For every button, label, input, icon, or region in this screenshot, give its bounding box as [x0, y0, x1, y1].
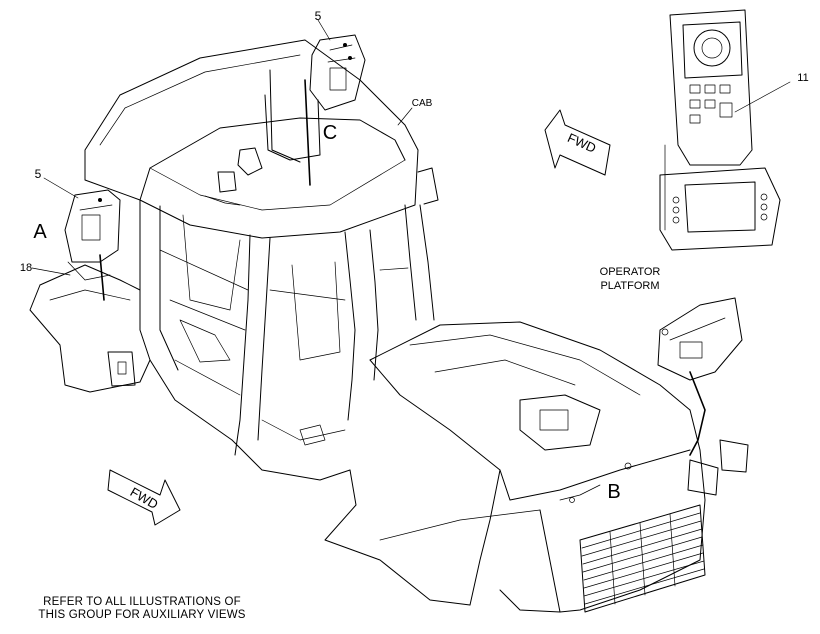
cab-label: CAB: [412, 98, 433, 109]
fwd-label-top: FWD: [565, 130, 598, 156]
callout-11: 11: [797, 72, 808, 84]
fwd-arrow-bottom: [107, 469, 181, 526]
view-b-label: B: [607, 481, 620, 503]
component-a-bracket: [64, 189, 121, 301]
note-line-2: THIS GROUP FOR AUXILIARY VIEWS: [38, 609, 246, 621]
operator-platform-label-line1: OPERATOR: [600, 266, 661, 278]
component-b-bracket: [519, 297, 749, 496]
leader-lines: [31, 19, 791, 276]
view-a-label: A: [33, 221, 47, 243]
cab-roof: [84, 39, 439, 239]
operator-platform-inset: [659, 9, 781, 251]
auxiliary-views-note: REFER TO ALL ILLUSTRATIONS OF THIS GROUP…: [22, 596, 262, 622]
view-c-label: C: [323, 122, 337, 144]
operator-platform-label-line2: PLATFORM: [600, 280, 659, 292]
harness-b: [379, 462, 632, 541]
radiator-grille: [579, 504, 706, 613]
rear-body: [324, 321, 706, 613]
callout-5-left: 5: [35, 167, 42, 181]
callout-5-top: 5: [315, 9, 322, 23]
callout-18: 18: [20, 262, 32, 274]
component-c-bracket: [204, 34, 366, 206]
fwd-arrow-top: [544, 109, 611, 176]
left-body: [29, 264, 351, 481]
cab-frame: [139, 69, 435, 456]
note-line-1: REFER TO ALL ILLUSTRATIONS OF: [43, 596, 241, 608]
